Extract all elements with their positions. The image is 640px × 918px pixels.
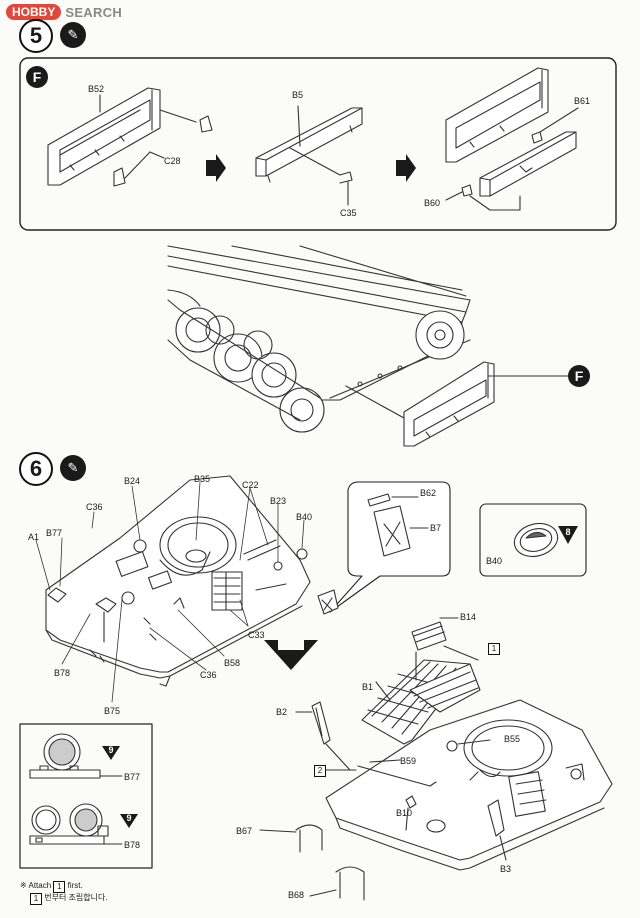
part-label: C36 xyxy=(200,670,217,680)
part-label: B52 xyxy=(88,84,105,94)
part-b5 xyxy=(255,107,363,183)
note-text-ko: 번부터 조립합니다. xyxy=(44,893,108,902)
part-b52 xyxy=(47,87,161,186)
arrow-right-icon xyxy=(396,154,416,182)
sequence-box-2: 2 xyxy=(314,765,326,777)
part-label: C22 xyxy=(242,480,259,490)
watermark-text: SEARCH xyxy=(65,4,123,20)
cement-bottle-icon: ✎ xyxy=(60,22,86,48)
note-box: 1 xyxy=(53,881,66,893)
arrow-down-icon xyxy=(264,640,318,670)
part-label: B77 xyxy=(46,528,63,538)
part-label: B59 xyxy=(400,756,417,766)
step-number-5: 5 xyxy=(19,19,53,53)
footer-note-en: ※ Attach 1 first. xyxy=(20,880,83,893)
part-label: B55 xyxy=(504,734,521,744)
ref-step-triangle: 8 xyxy=(565,527,571,537)
note-bullet: ※ xyxy=(20,881,27,890)
sequence-box-1: 1 xyxy=(488,643,500,655)
part-label: C33 xyxy=(248,630,265,640)
note-box: 1 xyxy=(30,893,42,905)
inset-box xyxy=(19,723,153,869)
ref-step-triangle: 9 xyxy=(126,813,132,823)
cement-bottle-icon: ✎ xyxy=(60,455,86,481)
part-label: C36 xyxy=(86,502,103,512)
part-label: B61 xyxy=(574,96,591,106)
hull-top-drawing xyxy=(45,475,311,687)
ref-badge-f: F xyxy=(568,365,590,387)
part-label: B75 xyxy=(104,706,121,716)
part-label: B40 xyxy=(486,556,503,566)
footer-note-ko: 1 번부터 조립합니다. xyxy=(30,892,108,905)
part-label: B3 xyxy=(500,864,512,874)
watermark-logo: HOBBY xyxy=(6,4,62,20)
part-label: B35 xyxy=(194,474,211,484)
part-label: B23 xyxy=(270,496,287,506)
part-label: A1 xyxy=(28,532,40,542)
part-label: B24 xyxy=(124,476,141,486)
watermark: HOBBY SEARCH xyxy=(6,4,122,20)
hull-right-drawing xyxy=(325,699,613,871)
part-label: C35 xyxy=(340,208,357,218)
part-label: B1 xyxy=(362,682,374,692)
step-number-6: 6 xyxy=(19,452,53,486)
subassembly-badge-f: F xyxy=(26,66,48,88)
step5-frame xyxy=(19,57,617,231)
part-label: B68 xyxy=(288,890,305,900)
part-label: B2 xyxy=(276,707,288,717)
note-text-pre: Attach xyxy=(28,881,52,890)
part-label: B5 xyxy=(292,90,304,100)
part-label: B60 xyxy=(424,198,441,208)
part-label: B78 xyxy=(54,668,71,678)
part-label: C28 xyxy=(164,156,181,166)
part-label: B10 xyxy=(396,808,413,818)
part-label: B77 xyxy=(124,772,141,782)
part-label: B58 xyxy=(224,658,241,668)
part-label: B40 xyxy=(296,512,313,522)
arrow-right-icon xyxy=(206,154,226,182)
part-label: B67 xyxy=(236,826,253,836)
hull-side-drawing xyxy=(167,245,471,433)
part-label: B62 xyxy=(420,488,437,498)
ref-step-triangle: 9 xyxy=(108,745,114,755)
note-text-post: first. xyxy=(67,881,83,890)
part-label: B7 xyxy=(430,523,442,533)
part-label: B78 xyxy=(124,840,141,850)
part-label: B14 xyxy=(460,612,477,622)
